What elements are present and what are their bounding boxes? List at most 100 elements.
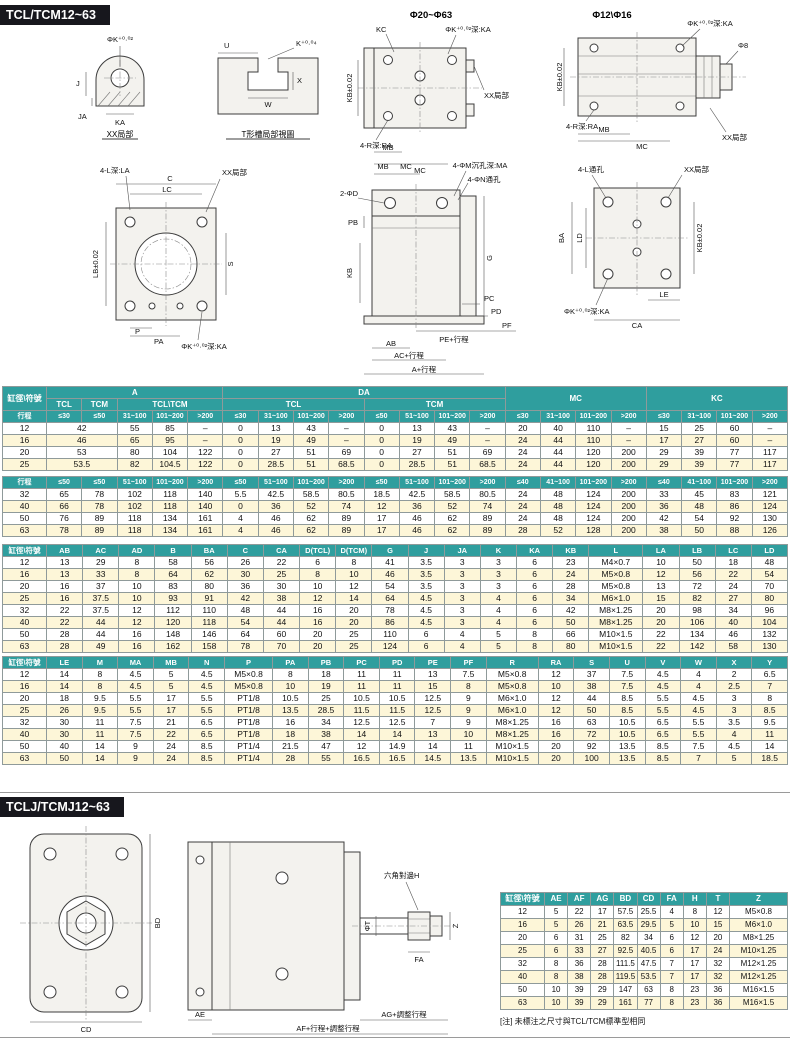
dim-label-ag: AG+調整行程	[381, 1009, 427, 1019]
value-cell: ≤50	[222, 476, 259, 489]
value-cell: 58	[714, 640, 752, 653]
value-cell: 19	[398, 434, 436, 447]
value-cell: 14	[378, 728, 416, 741]
dim-label-af: AF+行程+調整行程	[296, 1023, 360, 1033]
value-cell: M10×1.25	[729, 944, 788, 958]
value-cell: 6	[516, 592, 554, 605]
value-cell: 63	[636, 983, 661, 997]
dim-label-bd: BD	[153, 917, 162, 928]
value-cell: 11.5	[378, 704, 416, 717]
value-cell: 112	[154, 604, 192, 617]
value-cell: 46	[257, 524, 294, 537]
value-cell: 39	[681, 458, 718, 471]
value-cell: 24	[504, 488, 541, 501]
section-title-tcl-tcm: TCL/TCM12~63	[0, 5, 110, 25]
value-cell: 54	[750, 568, 789, 581]
value-cell: 6	[516, 616, 554, 629]
value-cell: 38	[573, 680, 610, 693]
value-cell: 72	[573, 728, 610, 741]
value-cell: 12	[335, 580, 373, 593]
value-cell: 49	[82, 640, 120, 653]
value-cell: 4	[479, 616, 518, 629]
value-cell: 11	[378, 668, 416, 681]
value-cell: 12	[642, 568, 680, 581]
value-cell: 41~100	[681, 476, 718, 489]
value-cell: 27	[590, 944, 615, 958]
value-cell: AG	[590, 892, 615, 906]
value-cell: 20	[642, 616, 680, 629]
value-cell: 101~200	[151, 410, 189, 423]
value-cell: 51	[434, 458, 471, 471]
value-cell: 6.5	[188, 716, 226, 729]
value-cell: 16	[45, 580, 84, 593]
value-cell: 110	[575, 434, 612, 447]
value-cell: 4	[659, 905, 684, 919]
value-cell: 50	[46, 752, 83, 765]
value-cell: 60	[262, 628, 301, 641]
side-view-shape	[357, 170, 516, 375]
value-cell: 70	[262, 640, 301, 653]
value-cell: 44	[262, 604, 301, 617]
value-cell: 5.5	[117, 692, 154, 705]
value-cell: MA	[117, 656, 154, 669]
top-view-shape	[357, 33, 485, 165]
value-cell: 162	[154, 640, 192, 653]
value-cell: 28	[45, 640, 84, 653]
value-cell: 124	[751, 500, 789, 513]
value-cell: 60	[716, 422, 753, 435]
value-cell: 12	[343, 740, 380, 753]
dim-label-phik: ΦK⁺⁰·⁰²深:KA	[445, 25, 491, 34]
value-cell: 62	[434, 512, 471, 525]
value-cell: 12.5	[414, 704, 452, 717]
value-cell: R	[485, 656, 539, 669]
dim-label-pb: PB	[348, 218, 358, 227]
value-cell: 12.5	[414, 692, 452, 705]
value-cell: M	[81, 656, 119, 669]
value-cell: 51~100	[116, 476, 153, 489]
dim-label-kb: KB	[345, 268, 354, 278]
value-cell: 10.5	[272, 692, 309, 705]
tclj-side-shape	[187, 841, 456, 1035]
value-cell: 16	[118, 640, 156, 653]
value-cell: 6.5	[188, 728, 226, 741]
value-cell: 48	[750, 556, 789, 569]
value-cell: 37	[573, 668, 610, 681]
value-cell: 26	[567, 918, 592, 932]
value-cell: 89	[81, 524, 118, 537]
value-cell: >200	[187, 410, 224, 423]
dim-label-d: 2-ΦD	[340, 189, 359, 198]
value-cell: –	[751, 434, 789, 447]
value-cell: 16.5	[343, 752, 380, 765]
value-cell: 29	[590, 996, 615, 1010]
value-cell: 134	[678, 628, 716, 641]
value-cell: 80	[116, 446, 153, 459]
value-cell: 38	[262, 592, 301, 605]
value-cell: V	[644, 656, 682, 669]
value-cell: 85	[151, 422, 189, 435]
value-cell: 62	[434, 524, 471, 537]
subheader-da-tcm: TCM	[363, 398, 506, 411]
value-cell: LE	[46, 656, 83, 669]
dim-label-ab: AB	[386, 339, 396, 348]
value-cell: 21.5	[272, 740, 309, 753]
value-cell: 101~200	[434, 410, 471, 423]
value-cell: X	[715, 656, 753, 669]
value-cell: FA	[659, 892, 684, 906]
value-cell: 62	[292, 512, 330, 525]
table-subheader-row: TCL TCM TCL\TCM TCL TCM	[3, 398, 788, 411]
row-header-cell: 63	[2, 752, 47, 765]
value-cell: 96	[750, 604, 789, 617]
row-header-cell: 40	[2, 728, 47, 741]
value-cell: –	[751, 422, 789, 435]
value-cell: 45	[681, 488, 718, 501]
drawing-top-view-12-16: Φ12\Φ16 KB±0.02 ΦK⁺⁰·⁰²深:KA Φ8 4-R深:RA M…	[550, 8, 765, 151]
